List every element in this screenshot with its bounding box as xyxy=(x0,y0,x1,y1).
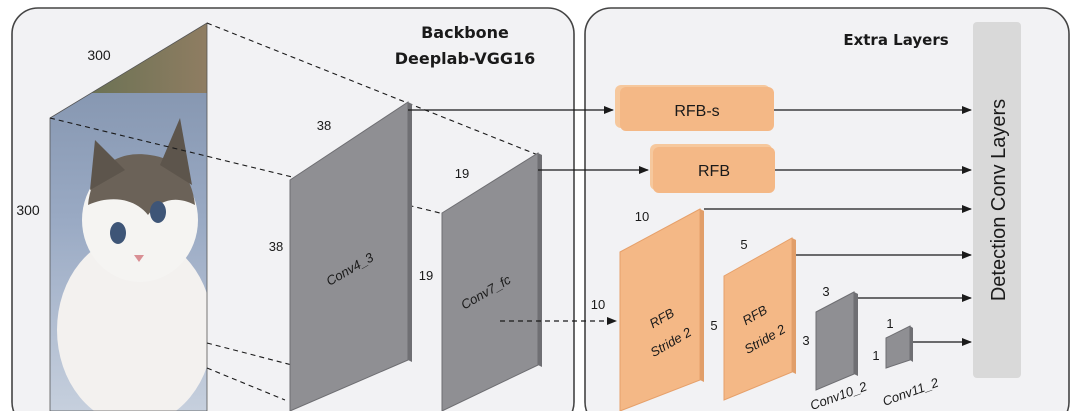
rfb-s-module xyxy=(615,85,774,131)
cat-ear-right xyxy=(160,118,192,185)
conv7-fc-block xyxy=(441,152,542,411)
conv11-2-height-label: 1 xyxy=(872,348,879,363)
rfb-stride2-a-height-label: 10 xyxy=(591,297,605,312)
cat-nose xyxy=(134,255,144,262)
conv4-3-height-label: 38 xyxy=(269,239,283,254)
rfb-module xyxy=(650,144,775,193)
detection-conv-layers-label: Detection Conv Layers xyxy=(988,99,1010,301)
backbone-title: Backbone xyxy=(421,23,509,42)
conv4-3-block xyxy=(289,101,412,411)
cat-eye-left xyxy=(110,222,126,244)
rfb-stride2-b-depth-label: 5 xyxy=(740,237,747,252)
input-height-label: 300 xyxy=(16,202,40,218)
cat-eye-right xyxy=(150,201,166,223)
extra-layers-title: Extra Layers xyxy=(843,31,948,49)
cat-body xyxy=(57,235,207,411)
rfb-stride2-block-a xyxy=(619,208,704,411)
rfb-stride2-b-height-label: 5 xyxy=(710,318,717,333)
conv10-2-block xyxy=(815,291,858,391)
conv11-2-block xyxy=(885,325,913,369)
conv4-3-depth-label: 38 xyxy=(317,118,331,133)
conv7-fc-height-label: 19 xyxy=(419,268,433,283)
conv7-fc-depth-label: 19 xyxy=(455,166,469,181)
rfb-stride2-block-b xyxy=(723,237,796,401)
backbone-subtitle: Deeplab-VGG16 xyxy=(395,49,536,68)
conv11-2-depth-label: 1 xyxy=(886,316,893,331)
rfb-stride2-a-depth-label: 10 xyxy=(635,209,649,224)
cat-ear-left xyxy=(90,140,125,190)
conv10-2-height-label: 3 xyxy=(802,333,809,348)
rfb-s-label: RFB-s xyxy=(674,103,719,120)
connection-arrows xyxy=(408,106,972,346)
input-width-label: 300 xyxy=(87,47,111,63)
conv10-2-depth-label: 3 xyxy=(822,284,829,299)
detection-conv-layers-bar xyxy=(973,22,1021,378)
rfb-label: RFB xyxy=(698,163,730,180)
